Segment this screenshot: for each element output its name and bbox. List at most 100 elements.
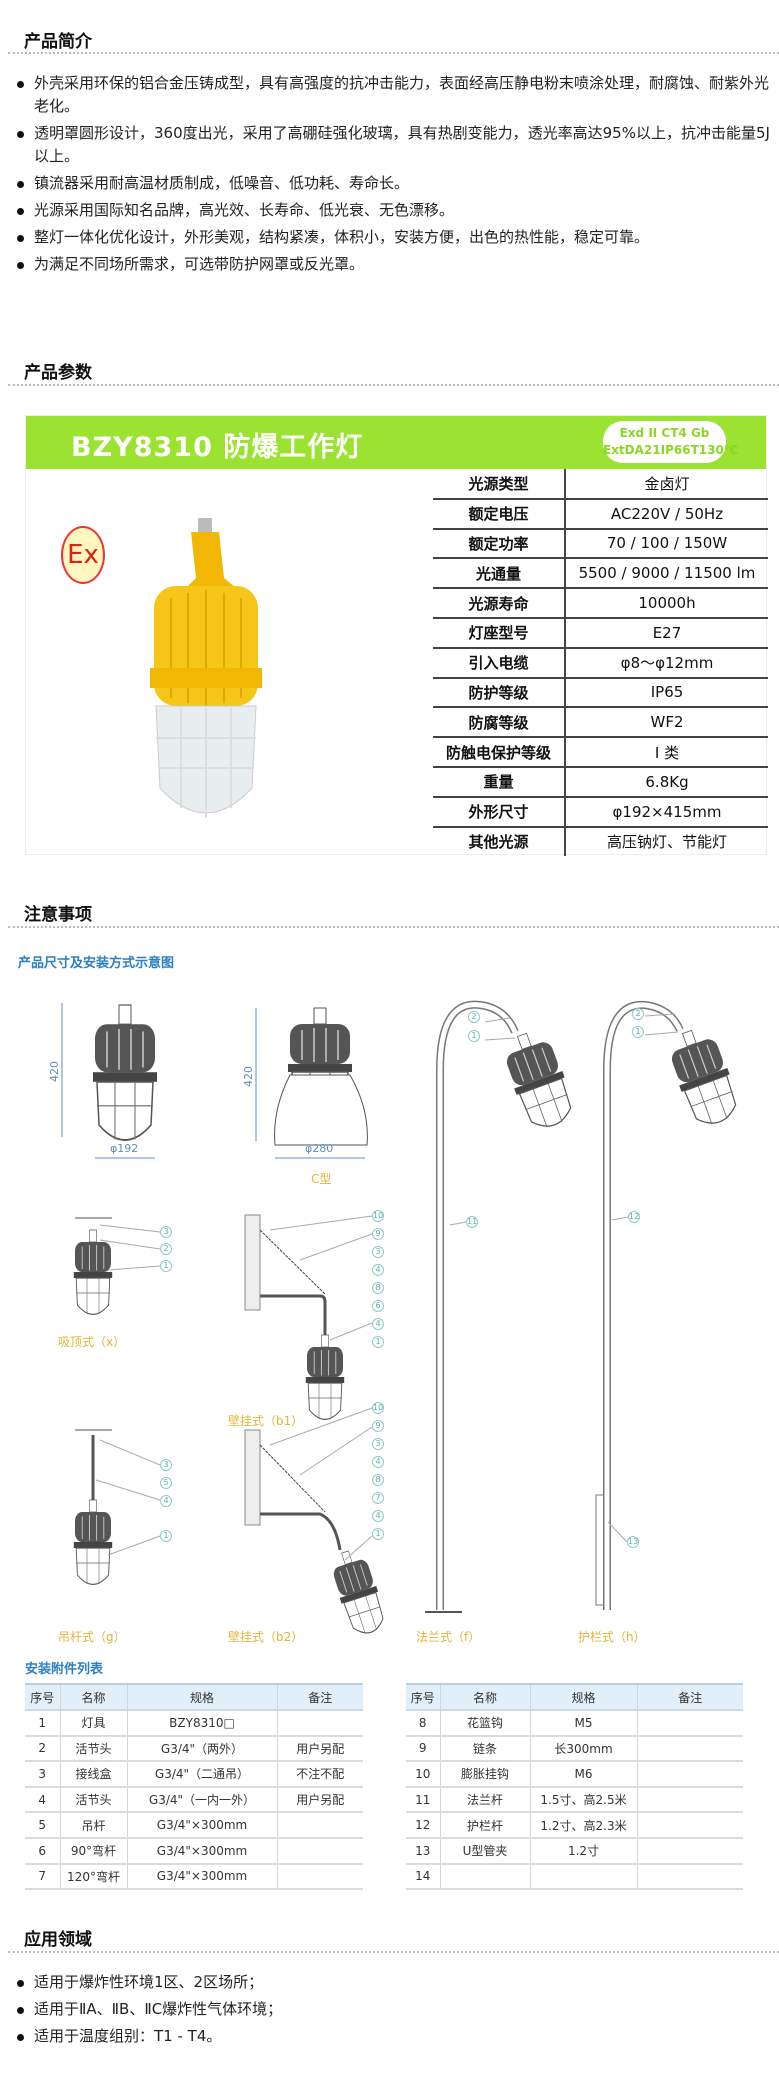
table-cell: 1.2寸 [530, 1837, 638, 1865]
table-cell: G3/4"×300mm [127, 1812, 278, 1839]
spec-key: 光通量 [433, 558, 566, 590]
table-cell [637, 1735, 743, 1763]
flange-pole-drawing [425, 1000, 580, 1613]
callout-number: 1 [160, 1260, 172, 1272]
table-cell: G3/4"×300mm [127, 1837, 278, 1865]
table-cell: 6 [25, 1837, 61, 1865]
list-item: 为满足不同场所需求，可选带防护网罩或反光罩。 [12, 253, 772, 276]
table-cell [530, 1863, 638, 1891]
table-cell [440, 1863, 531, 1891]
spec-value: E27 [565, 617, 768, 649]
list-item: 整灯一体化优化设计，外形美观，结构紧凑，体积小，安装方便，出色的热性能，稳定可靠… [12, 226, 772, 249]
spec-value: I 类 [565, 737, 768, 768]
callout-number: 11 [466, 1216, 478, 1228]
lamp-photo [150, 518, 262, 818]
application-list: 适用于爆炸性环境1区、2区场所； 适用于ⅡA、ⅡB、ⅡC爆炸性气体环境； 适用于… [12, 1971, 772, 2052]
table-cell: 10 [406, 1761, 441, 1788]
callout-number: 5 [160, 1477, 172, 1489]
section-divider [8, 1951, 779, 1953]
table-cell: 14 [406, 1863, 441, 1891]
lamp-drawing [92, 1004, 158, 1141]
table-cell: 11 [406, 1786, 441, 1814]
callout-number: 2 [160, 1243, 172, 1255]
intro-heading: 产品简介 [24, 32, 92, 52]
callout-number: 3 [372, 1438, 384, 1450]
callout-number: 4 [372, 1318, 384, 1330]
table-cell: 链条 [440, 1735, 531, 1763]
accessories-title: 安装附件列表 [25, 1662, 104, 1677]
height-dimension: 420 [48, 1061, 61, 1082]
table-cell: BZY8310□ [127, 1710, 278, 1737]
table-cell: 13 [406, 1837, 441, 1865]
spec-key: 其他光源 [433, 826, 566, 857]
table-row: 14 [406, 1863, 743, 1891]
table-cell: 用户另配 [277, 1786, 363, 1814]
column-header: 序号 [406, 1683, 441, 1711]
table-cell: 1.2寸、高2.3米 [530, 1812, 638, 1839]
table-cell: 法兰杆 [440, 1786, 531, 1814]
column-header: 名称 [440, 1683, 531, 1711]
callout-number: 2 [632, 1008, 644, 1020]
table-cell: 接线盒 [60, 1761, 128, 1788]
spec-key: 防腐等级 [433, 707, 566, 739]
table-cell [637, 1710, 743, 1737]
pendant-mount-label: 吊杆式（g） [58, 1630, 126, 1644]
notes-heading: 注意事项 [24, 905, 92, 925]
spec-value: 10000h [565, 588, 768, 619]
banner-header: BZY8310 防爆工作灯 Exd II CT4 Gb ExtDA21IP66T… [26, 416, 766, 469]
spec-key: 重量 [433, 766, 566, 798]
table-cell: 护栏杆 [440, 1812, 531, 1839]
table-cell: 活节头 [60, 1735, 128, 1763]
list-item: 适用于爆炸性环境1区、2区场所； [12, 1971, 772, 1994]
table-cell [637, 1837, 743, 1865]
wall-mount-b2-label: 壁挂式（b2） [228, 1630, 304, 1644]
table-cell: 8 [406, 1710, 441, 1737]
table-cell [277, 1710, 363, 1737]
product-banner: BZY8310 防爆工作灯 Exd II CT4 Gb ExtDA21IP66T… [25, 415, 768, 857]
table-cell: 120°弯杆 [60, 1863, 128, 1891]
table-cell: 花篮钩 [440, 1710, 531, 1737]
callout-number: 13 [627, 1536, 639, 1548]
column-header: 备注 [637, 1683, 743, 1711]
callout-number: 4 [160, 1495, 172, 1507]
callout-number: 1 [160, 1530, 172, 1542]
column-header: 名称 [60, 1683, 128, 1711]
callout-number: 10 [372, 1402, 384, 1414]
list-item: 外壳采用环保的铝合金压铸成型，具有高强度的抗冲击能力，表面经高压静电粉末喷涂处理… [12, 72, 772, 118]
callout-number: 8 [372, 1474, 384, 1486]
callout-number: 1 [372, 1528, 384, 1540]
table-cell [637, 1786, 743, 1814]
params-heading: 产品参数 [24, 363, 92, 383]
column-header: 规格 [127, 1683, 278, 1711]
column-header: 规格 [530, 1683, 638, 1711]
diagram-title: 产品尺寸及安装方式示意图 [18, 956, 175, 971]
table-cell: 12 [406, 1812, 441, 1839]
list-item: 透明罩圆形设计，360度出光，采用了高硼硅强化玻璃，具有热剧变能力，透光率高达9… [12, 122, 772, 168]
table-cell: 膨胀挂钩 [440, 1761, 531, 1788]
table-cell: G3/4"（一内一外） [127, 1786, 278, 1814]
intro-list: 外壳采用环保的铝合金压铸成型，具有高强度的抗冲击能力，表面经高压静电粉末喷涂处理… [12, 72, 772, 280]
spec-value: AC220V / 50Hz [565, 498, 768, 530]
wall-mount-b2-drawing [244, 1407, 390, 1639]
wall-mount-b1-label: 壁挂式（b1） [228, 1414, 304, 1428]
callout-number: 3 [372, 1246, 384, 1258]
table-cell [277, 1812, 363, 1839]
table-cell: 吊杆 [60, 1812, 128, 1839]
table-cell: G3/4"（两外） [127, 1735, 278, 1763]
list-item: 适用于ⅡA、ⅡB、ⅡC爆炸性气体环境； [12, 1998, 772, 2021]
table-cell: G3/4"（二通吊） [127, 1761, 278, 1788]
spec-key: 光源寿命 [433, 588, 566, 619]
